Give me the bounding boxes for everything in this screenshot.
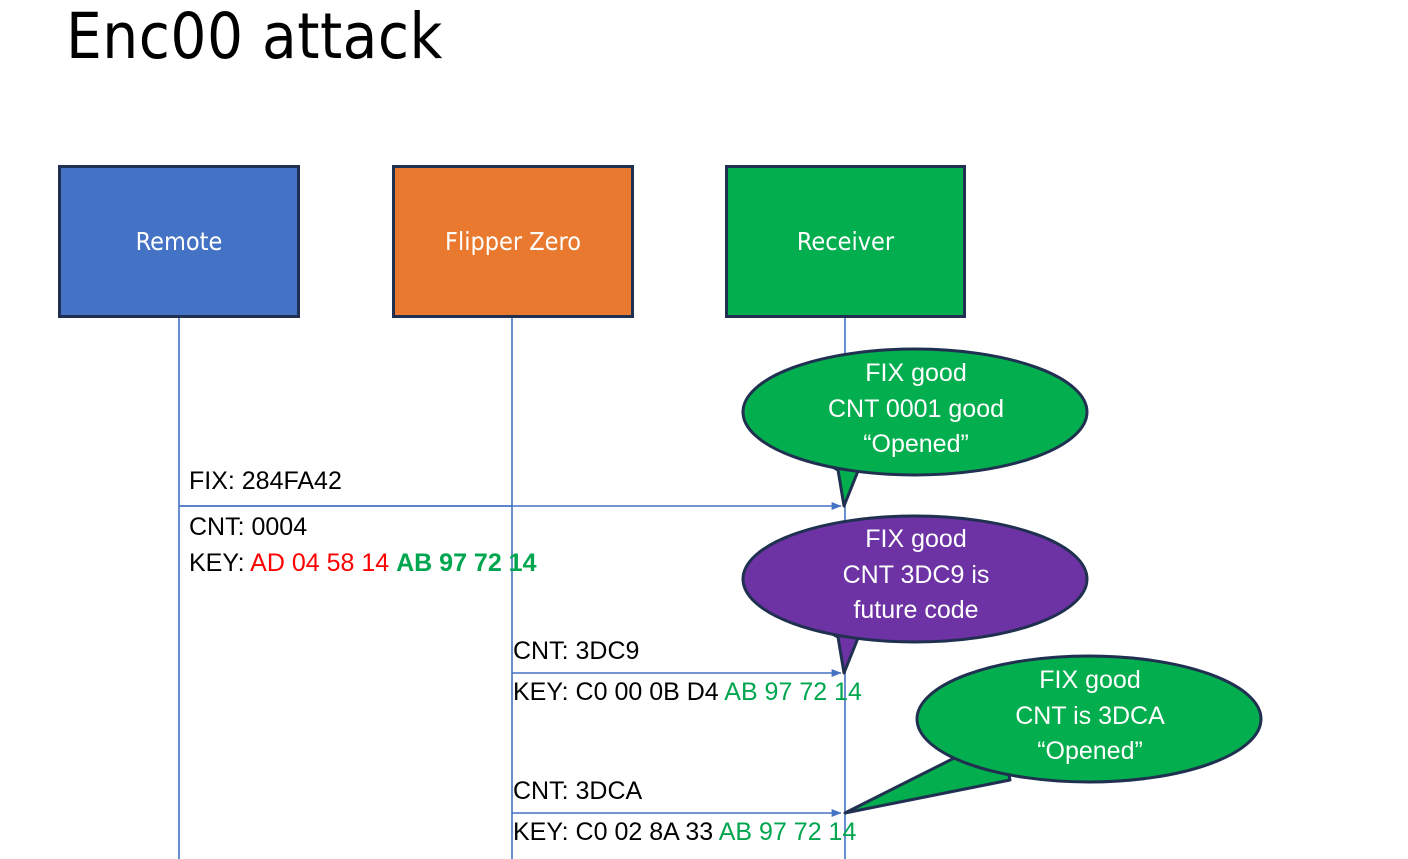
speech-bubble-3-text: FIX good CNT is 3DCA “Opened” xyxy=(916,663,1264,770)
actor-label-flipper-zero: Flipper Zero xyxy=(445,227,581,256)
speech-bubble-2-text: FIX good CNT 3DC9 is future code xyxy=(742,522,1090,629)
message-label-3-key: KEY: C0 02 8A 33 AB 97 72 14 xyxy=(513,818,856,848)
message-label-2-key-prefix: KEY: xyxy=(513,678,576,706)
speech-bubble-1-line-1: FIX good xyxy=(865,359,967,387)
speech-bubble-1-text: FIX good CNT 0001 good “Opened” xyxy=(742,356,1090,463)
actor-label-remote: Remote xyxy=(135,227,223,256)
message-label-3-key-black: C0 02 8A 33 xyxy=(575,818,714,846)
speech-bubble-2-line-3: future code xyxy=(853,596,979,624)
message-label-3-cnt-text: CNT: 3DCA xyxy=(513,777,643,805)
actor-label-receiver: Receiver xyxy=(796,227,895,256)
message-label-1-key: KEY: AD 04 58 14 AB 97 72 14 xyxy=(189,549,537,579)
speech-bubble-2-line-2: CNT 3DC9 is xyxy=(842,560,990,589)
speech-bubble-3[interactable] xyxy=(843,654,1263,815)
speech-bubble-3-body xyxy=(915,654,1263,784)
message-label-3-cnt: CNT: 3DCA xyxy=(513,777,642,807)
speech-bubble-1-tail xyxy=(803,450,862,508)
speech-bubble-1[interactable] xyxy=(741,347,1089,508)
speech-bubble-1-line-2: CNT 0001 good xyxy=(827,394,1005,423)
speech-bubble-2-body xyxy=(741,514,1089,644)
message-label-2-key-black: C0 00 0B D4 xyxy=(575,678,719,706)
message-label-2-key-green: AB 97 72 14 xyxy=(724,678,862,706)
speech-bubble-3-line-1: FIX good xyxy=(1039,666,1141,694)
message-label-3-key-green: AB 97 72 14 xyxy=(718,818,857,846)
actor-box-receiver[interactable]: Receiver xyxy=(725,165,966,318)
speech-bubble-2-line-1: FIX good xyxy=(865,525,967,553)
message-label-1-key-green: AB 97 72 14 xyxy=(396,549,537,577)
message-label-2-cnt-text: CNT: 3DC9 xyxy=(513,637,640,665)
speech-bubble-2[interactable] xyxy=(741,514,1089,675)
message-label-1-key-prefix: KEY: xyxy=(189,549,251,577)
message-label-1-key-red: AD 04 58 14 xyxy=(250,549,390,577)
speech-bubble-1-line-3: “Opened” xyxy=(863,430,969,458)
speech-bubble-1-body xyxy=(741,347,1089,477)
page-title: Enc00 attack xyxy=(66,0,443,73)
message-label-1-cnt-text: CNT: 0004 xyxy=(189,513,308,541)
speech-bubble-3-line-2: CNT is 3DCA xyxy=(1015,701,1165,730)
message-label-1-fix: FIX: 284FA42 xyxy=(189,467,342,497)
message-label-2-cnt: CNT: 3DC9 xyxy=(513,637,639,667)
message-label-3-key-prefix: KEY: xyxy=(513,818,576,846)
speech-bubble-2-tail xyxy=(803,617,862,675)
actor-box-flipper-zero[interactable]: Flipper Zero xyxy=(392,165,634,318)
message-label-2-key: KEY: C0 00 0B D4 AB 97 72 14 xyxy=(513,678,862,708)
actor-box-remote[interactable]: Remote xyxy=(58,165,300,318)
message-label-1-fix-text: FIX: 284FA42 xyxy=(189,467,342,495)
speech-bubble-3-line-3: “Opened” xyxy=(1037,737,1143,765)
message-label-1-cnt: CNT: 0004 xyxy=(189,513,307,543)
speech-bubble-3-tail xyxy=(843,733,1012,815)
